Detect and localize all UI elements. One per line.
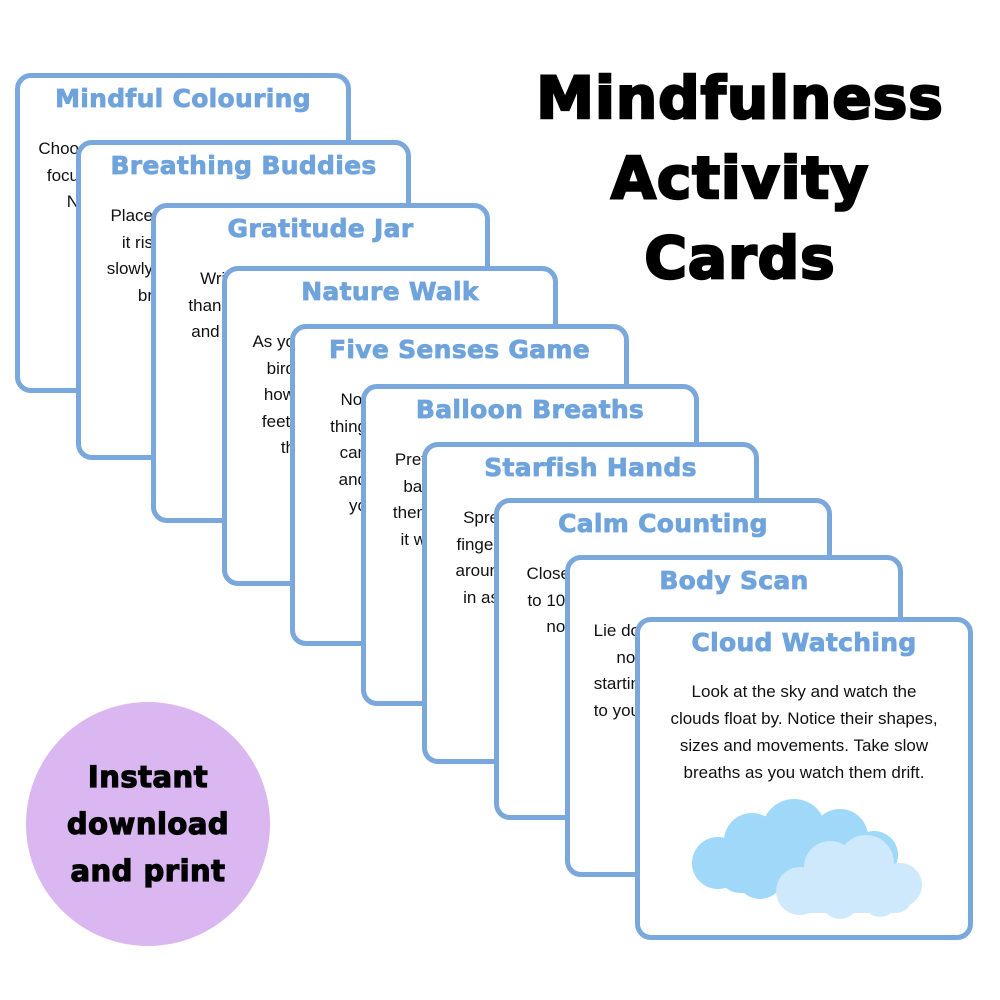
card-title: Breathing Buddies — [110, 151, 377, 181]
card-title: Cloud Watching — [691, 628, 917, 658]
card-body: Place it ris slowly br — [106, 206, 153, 305]
card-title: Body Scan — [659, 566, 809, 596]
badge-text: Instant download and print — [66, 759, 230, 888]
card-body: Choo focu N — [38, 139, 79, 211]
page-title: Mindfulness Activity Cards — [535, 63, 944, 294]
card-title: Balloon Breaths — [415, 395, 645, 425]
card-title: Mindful Colouring — [55, 84, 311, 114]
card-title: Gratitude Jar — [227, 214, 414, 244]
card-body: Lie do not startin to you — [593, 621, 640, 720]
card-title: Calm Counting — [558, 509, 768, 539]
card-body: Pret bal then it w — [392, 450, 426, 549]
card-body: Look at the sky and watch the clouds flo… — [670, 682, 938, 782]
card-title: Nature Walk — [301, 277, 479, 307]
activity-card-cloud-watching: Cloud Watching Look at the sky and watch… — [635, 617, 973, 940]
instant-download-badge: Instant download and print — [26, 702, 270, 946]
card-body: Close to 10. not — [526, 564, 570, 636]
card-body: Writ thank and r — [188, 269, 230, 341]
card-body: Not thing can and yo — [330, 390, 367, 515]
cloud-icon — [692, 799, 922, 919]
card-body: As yo bird how feet. th — [252, 332, 295, 457]
card-body: Spre finger aroun in as — [455, 508, 499, 607]
card-title: Starfish Hands — [484, 453, 697, 483]
card-title: Five Senses Game — [329, 335, 590, 365]
